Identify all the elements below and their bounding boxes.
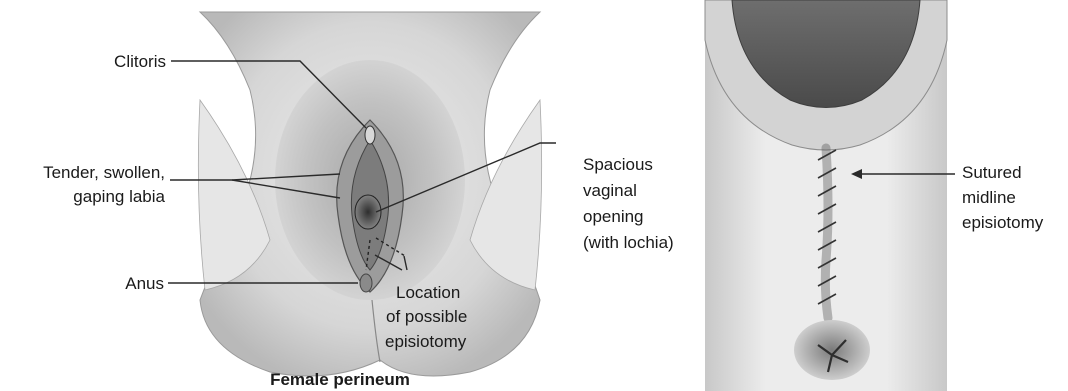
label-sutured-line3: episiotomy [962, 213, 1044, 232]
sutured-episiotomy-illustration [705, 0, 947, 391]
label-clitoris: Clitoris [114, 52, 166, 71]
label-sutured-line1: Sutured [962, 163, 1022, 182]
label-labia-line1: Tender, swollen, [43, 163, 165, 182]
label-location-line2: of possible [386, 307, 467, 326]
label-vaginal-line3: opening [583, 207, 644, 226]
label-vaginal-line1: Spacious [583, 155, 653, 174]
anus-shape [360, 274, 372, 292]
figure-caption: Female perineum [270, 370, 410, 389]
perineum-illustration [198, 12, 541, 376]
label-location-line3: episiotomy [385, 332, 467, 351]
clitoris-shape [365, 126, 375, 144]
label-vaginal-line4: (with lochia) [583, 233, 674, 252]
label-vaginal-line2: vaginal [583, 181, 637, 200]
label-labia-line2: gaping labia [73, 187, 165, 206]
label-sutured-line2: midline [962, 188, 1016, 207]
label-anus: Anus [125, 274, 164, 293]
label-location-line1: Location [396, 283, 460, 302]
anus-right [794, 320, 870, 380]
